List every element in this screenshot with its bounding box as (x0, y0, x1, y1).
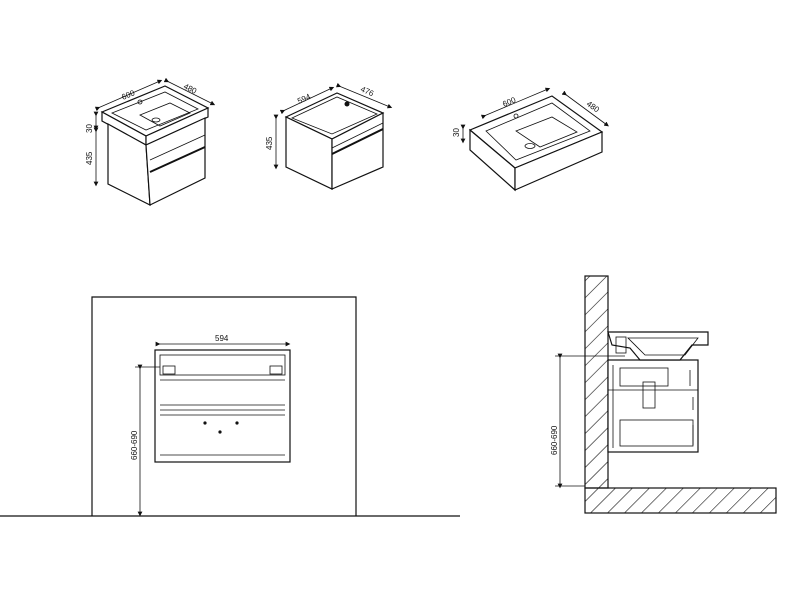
side-section: 660-690 (550, 275, 777, 514)
dim-depth: 480 (182, 82, 198, 96)
dim-width: 594 (215, 334, 229, 343)
dim-basin-height: 30 (452, 128, 461, 137)
iso-basin-only: 600 480 30 (452, 87, 609, 192)
dim-depth: 476 (359, 85, 375, 99)
dim-basin-height: 30 (85, 124, 94, 133)
front-elevation: 594 660-690 (0, 296, 460, 517)
dim-width: 600 (501, 95, 517, 109)
iso-cabinet-only: 594 476 435 (265, 82, 393, 190)
dim-depth: 480 (585, 99, 602, 114)
dim-cabinet-height: 435 (85, 151, 94, 165)
dim-cabinet-height: 435 (265, 136, 274, 150)
dim-mount-height: 660-690 (550, 425, 559, 455)
dim-mount-height: 660-690 (130, 430, 139, 460)
iso-cabinet-with-basin: 600 480 30 435 (85, 77, 216, 207)
dim-width: 594 (296, 92, 312, 106)
